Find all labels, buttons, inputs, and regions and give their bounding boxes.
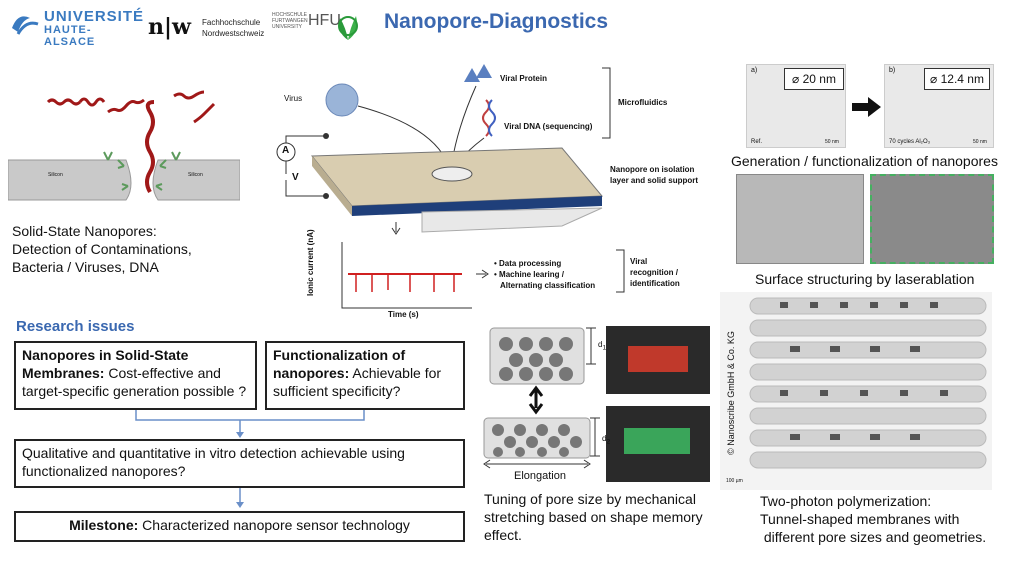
hfu-line3: UNIVERSITY — [272, 24, 303, 30]
pore-size-12nm: ⌀ 12.4 nm — [924, 68, 990, 90]
processing-bullet-3: Alternating classification — [500, 281, 596, 290]
tpp-caption-line2: Tunnel-shaped membranes with — [760, 511, 960, 527]
left-caption-line3: Bacteria / Viruses, DNA — [12, 259, 159, 275]
fhnw-line2: Nordwestschweiz — [202, 29, 265, 38]
uha-logo-line1: UNIVERSITÉ — [44, 8, 145, 25]
left-caption-line1: Solid-State Nanopores: — [12, 223, 157, 239]
uha-logo-line2: HAUTE-ALSACE — [44, 24, 96, 48]
tem-a-label: a) — [751, 67, 758, 74]
research-issues-heading: Research issues — [16, 318, 135, 335]
processing-bullets: • Data processing • Machine learing / Al… — [494, 258, 595, 291]
milestone-box: Milestone: Characterized nanopore sensor… — [14, 511, 465, 542]
stretch-caption-line2: stretching based on shape memory — [484, 509, 703, 525]
research-box-nanopores: Nanopores in Solid-State Membranes: Cost… — [14, 341, 257, 410]
tpp-caption-line1: Two-photon polymerization: — [760, 493, 932, 509]
nanopore-isolation-line2: layer and solid support — [610, 176, 699, 185]
tpp-caption-line3: different pore sizes and geometries. — [760, 529, 987, 545]
voltage-label: V — [292, 172, 299, 183]
fhnw-mark: n|w — [148, 14, 191, 40]
processing-bullet-1: • Data processing — [494, 259, 562, 268]
tpp-image: © Nanoscribe GmbH & Co. KG 100 µm — [720, 292, 992, 490]
laser-caption: Surface structuring by laserablation — [755, 271, 975, 287]
uha-logo: UNIVERSITÉ HAUTE-ALSACE — [8, 6, 143, 48]
hfu-mark: HFU — [308, 12, 341, 29]
viral-protein-label: Viral Protein — [500, 74, 547, 83]
processing-bullet-2: • Machine learing / — [494, 270, 564, 279]
milestone-bold: Milestone: — [69, 517, 139, 533]
fhnw-line1: Fachhochschule — [202, 18, 261, 27]
tem-a-ref: Ref. — [751, 139, 763, 145]
hfu-line1: HOCHSCHULE — [272, 12, 308, 18]
research-connector-2 — [236, 488, 244, 508]
microfluidics-label: Microfluidics — [618, 98, 668, 107]
virus-label: Virus — [284, 94, 303, 103]
left-caption-line2: Detection of Contaminations, — [12, 241, 192, 257]
viral-dna-label: Viral DNA (sequencing) — [504, 122, 593, 131]
elongation-label: Elongation — [514, 470, 566, 482]
generation-caption: Generation / functionalization of nanopo… — [731, 153, 998, 169]
page-title: Nanopore-Diagnostics — [384, 10, 609, 33]
tem-b-cycles: 70 cycles Al₂O₃ — [889, 139, 931, 145]
pore-size-20nm: ⌀ 20 nm — [784, 68, 844, 90]
milestone-text: Characterized nanopore sensor technology — [138, 517, 410, 533]
research-box-detection: Qualitative and quantitative in vitro de… — [14, 439, 465, 488]
ammeter-label: A — [282, 145, 290, 156]
silicon-nanopore-figure: Silicon Silicon — [7, 62, 241, 212]
left-caption: Solid-State Nanopores: Detection of Cont… — [12, 222, 192, 276]
tem-a-scale: 50 nm — [825, 139, 839, 145]
silicon-label-right: Silicon — [188, 172, 203, 178]
ionic-current-label: Ionic current (nA) — [306, 229, 315, 296]
viral-recognition-line1: Viral — [630, 257, 648, 266]
stretch-caption-line1: Tuning of pore size by mechanical — [484, 491, 696, 507]
arrow-right-icon — [852, 97, 881, 117]
research-connector — [135, 410, 365, 438]
time-label: Time (s) — [388, 310, 419, 319]
research-box-nanopores-bold: Nanopores in Solid-State Membranes: — [22, 347, 189, 381]
laser-sem-image-right — [870, 174, 994, 264]
viral-recognition-line3: identification — [630, 279, 680, 288]
hfu-logo: HOCHSCHULE FURTWANGEN UNIVERSITY HFU — [272, 8, 364, 44]
viral-recognition-label: Viral recognition / identification — [630, 256, 680, 289]
tem-b-scale: 50 nm — [973, 139, 987, 145]
tem-b-label: b) — [889, 67, 896, 74]
stretch-caption: Tuning of pore size by mechanical stretc… — [484, 490, 703, 544]
laser-sem-image-left — [736, 174, 864, 264]
research-box-functionalization-text: Achievable for sufficient specificity? — [273, 365, 442, 399]
hfu-line2: FURTWANGEN — [272, 18, 308, 24]
nanopore-workflow-figure: Virus Viral Protein Viral DNA (sequencin… — [262, 56, 702, 322]
hfu-leaf-icon — [338, 16, 358, 40]
nanopore-isolation-line1: Nanopore on isolation — [610, 165, 695, 174]
stretch-caption-line3: effect. — [484, 527, 522, 543]
nanopore-isolation-label: Nanopore on isolation layer and solid su… — [610, 164, 698, 186]
d1-label: d1 — [598, 340, 607, 352]
silicon-label-left: Silicon — [48, 172, 63, 178]
fhnw-logo: n|w Fachhochschule Nordwestschweiz — [148, 12, 266, 46]
uha-swoosh-icon — [12, 16, 39, 35]
d2-label: d2 — [602, 434, 611, 446]
tpp-scale: 100 µm — [726, 478, 743, 484]
viral-recognition-line2: recognition / — [630, 268, 678, 277]
tpp-caption: Two-photon polymerization: Tunnel-shaped… — [760, 492, 986, 546]
research-box-nanopores-text: Cost-effective and target-specific gener… — [22, 365, 247, 399]
stretching-figure: d1 d2 Elongation — [480, 324, 712, 486]
research-box-functionalization: Functionalization of nanopores: Achievab… — [265, 341, 465, 410]
nanoscribe-copyright: © Nanoscribe GmbH & Co. KG — [726, 331, 736, 455]
research-box-functionalization-bold: Functionalization of nanopores: — [273, 347, 406, 381]
